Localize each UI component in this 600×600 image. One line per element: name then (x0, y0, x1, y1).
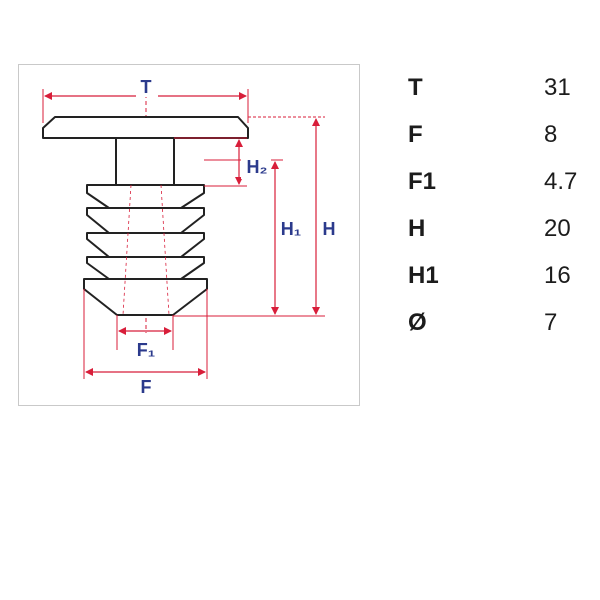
spec-row: T 31 (408, 64, 588, 111)
spec-key: T (408, 74, 423, 101)
spec-value: 8 (544, 121, 558, 148)
dim-t-arrow-left (44, 92, 52, 100)
technical-drawing-frame: T H H₁ H₂ (18, 64, 360, 406)
dim-h1-arrow-top (271, 161, 279, 169)
clip-rib-4 (86, 256, 205, 280)
clip-tip (83, 278, 208, 316)
clip-head (42, 116, 249, 139)
dim-h1-arrow-bottom (271, 307, 279, 315)
dim-t-label-bg (136, 75, 158, 97)
spec-row: H1 16 (408, 252, 588, 299)
dim-label-f: F (141, 377, 152, 397)
spec-key: F1 (408, 168, 437, 195)
dim-label-t: T (141, 77, 152, 97)
spec-row: F1 4.7 (408, 158, 588, 205)
spec-value: 20 (544, 215, 571, 242)
spec-row: H 20 (408, 205, 588, 252)
dim-h1-label-bg (277, 215, 305, 241)
dim-label-f1: F₁ (137, 340, 155, 360)
dim-f-arrow-right (198, 368, 206, 376)
spec-row: F 8 (408, 111, 588, 158)
dim-f1-arrow-right (164, 327, 172, 335)
spec-key: F (408, 121, 423, 148)
clip-stem (115, 137, 175, 186)
dim-label-h2: H₂ (247, 157, 268, 177)
clip-rib-1 (86, 184, 205, 209)
spec-key: Ø (408, 309, 427, 336)
spec-row: Ø 7 (408, 299, 588, 346)
clip-rib-2 (86, 207, 205, 234)
dim-h2-label-bg (241, 153, 271, 179)
clip-rib-3 (86, 232, 205, 258)
spec-value: 4.7 (544, 168, 578, 195)
dim-h-arrow-top (312, 118, 320, 126)
dim-label-h1: H₁ (281, 219, 301, 239)
dim-f1-arrow-left (118, 327, 126, 335)
dim-f-arrow-left (85, 368, 93, 376)
spec-value: 7 (544, 309, 558, 336)
dim-h-arrow-bottom (312, 307, 320, 315)
spec-value: 16 (544, 262, 571, 289)
dim-h2-arrow-top (235, 139, 243, 147)
hidden-line-left (122, 184, 132, 316)
hidden-line-right (160, 184, 170, 316)
spec-key: H1 (408, 262, 439, 289)
spec-value: 31 (544, 74, 571, 101)
dim-label-h: H (323, 219, 336, 239)
dim-t-arrow-right (239, 92, 247, 100)
spec-table: T 31 F 8 F1 4.7 H 20 H1 16 Ø 7 (408, 64, 588, 346)
spec-key: H (408, 215, 426, 242)
fastener-drawing: T H H₁ H₂ (42, 75, 339, 397)
dim-h-label-bg (317, 215, 339, 239)
